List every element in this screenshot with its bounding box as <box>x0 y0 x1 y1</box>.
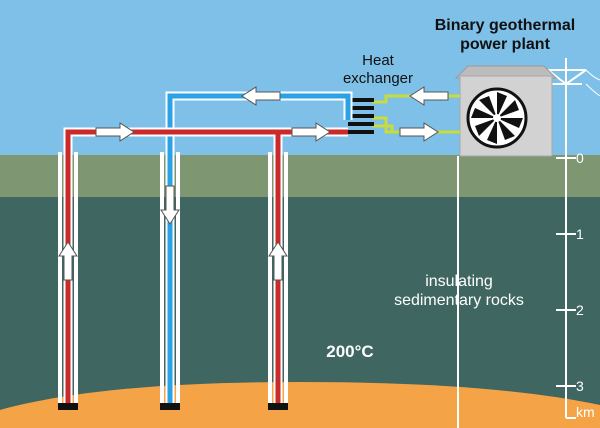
fan-icon <box>466 87 528 149</box>
arrow-icon <box>95 122 135 142</box>
heat-exchanger-label: Heat exchanger <box>342 52 414 87</box>
arrow-icon <box>409 86 449 106</box>
arrow-icon <box>241 86 281 106</box>
depth-scale <box>556 157 576 419</box>
arrow-icon <box>268 241 288 281</box>
arrow-icon <box>399 122 439 142</box>
heat-exchanger <box>348 98 374 134</box>
depth-tick-2: 2 <box>576 302 584 318</box>
depth-tick-1: 1 <box>576 226 584 242</box>
plant-title: Binary geothermal power plant <box>434 17 576 53</box>
depth-unit: km <box>576 404 595 420</box>
arrow-icon <box>291 122 331 142</box>
reservoir-temperature: 200°C <box>326 342 374 361</box>
depth-tick-3: 3 <box>576 378 584 394</box>
ground-surface-layer <box>0 155 600 199</box>
arrow-icon <box>58 241 78 281</box>
well-casings <box>58 152 288 407</box>
arrow-icon <box>160 185 180 225</box>
depth-tick-0: 0 <box>576 150 584 166</box>
rock-label: insulating sedimentary rocks <box>394 273 524 309</box>
reservoir-layer <box>0 382 600 428</box>
well-bottoms <box>58 403 288 410</box>
